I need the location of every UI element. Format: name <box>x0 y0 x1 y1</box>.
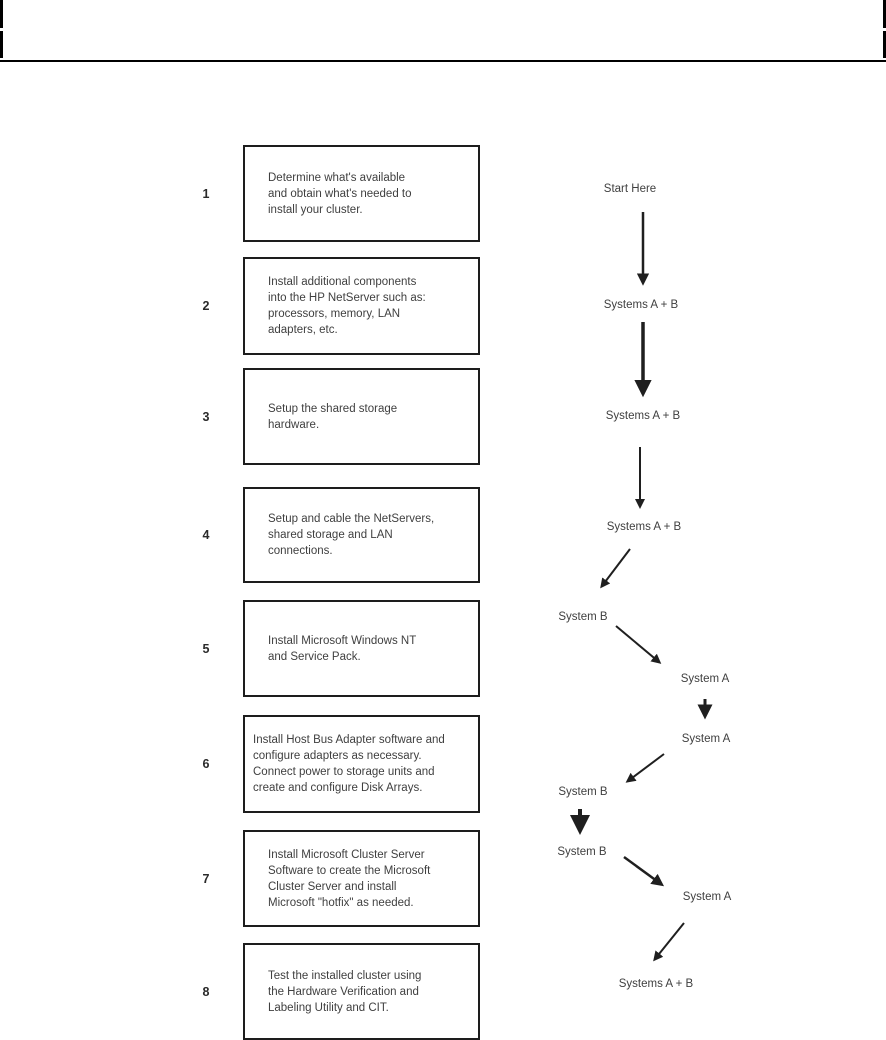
header-left-tick-bottom <box>0 31 3 58</box>
arrow-ab3-to-b1 <box>600 548 631 589</box>
step-number: 8 <box>202 984 210 999</box>
flow-node-system-a-3: System A <box>682 891 732 903</box>
header-right-tick-bottom <box>883 31 886 58</box>
flow-node-system-b-2: System B <box>558 786 608 798</box>
flow-node-start-here: Start Here <box>603 183 657 195</box>
step-number: 3 <box>202 409 210 424</box>
step-number: 2 <box>202 299 210 313</box>
step-number: 6 <box>202 757 210 771</box>
step-box-3: Setup the shared storage hardware. <box>243 368 480 465</box>
step-text: Test the installed cluster using the Har… <box>268 969 422 1014</box>
step-box-4: Setup and cable the NetServers, shared s… <box>243 487 480 583</box>
header-left-tick-top <box>0 0 3 28</box>
step-text: Install Microsoft Windows NT and Service… <box>268 634 417 663</box>
step-box-2: Install additional components into the H… <box>243 257 480 355</box>
flow-node-systems-ab-4: Systems A + B <box>618 978 694 990</box>
step-box-6: Install Host Bus Adapter software and co… <box>243 715 480 813</box>
step-text: Install Host Bus Adapter software and co… <box>253 734 445 794</box>
arrow-b1-to-a1 <box>615 625 662 664</box>
flow-node-system-b-3: System B <box>557 846 607 858</box>
page-header-rule <box>0 0 886 62</box>
flow-node-systems-ab-3: Systems A + B <box>606 521 682 533</box>
flow-node-system-a-1: System A <box>680 673 730 685</box>
flow-node-system-b-1: System B <box>558 611 608 623</box>
step-box-1: Determine what's available and obtain wh… <box>243 145 480 242</box>
step-number: 5 <box>202 641 210 656</box>
step-box-5: Install Microsoft Windows NT and Service… <box>243 600 480 697</box>
arrow-a2-to-b2 <box>625 753 665 783</box>
step-text: Setup and cable the NetServers, shared s… <box>268 513 435 557</box>
flow-node-systems-ab-2: Systems A + B <box>605 410 681 422</box>
step-text: Determine what's available and obtain wh… <box>268 171 412 216</box>
arrow-a3-to-ab4 <box>653 922 685 962</box>
step-text: Setup the shared storage hardware. <box>268 402 398 431</box>
step-number: 7 <box>202 871 210 886</box>
header-right-tick-top <box>883 0 886 28</box>
step-number: 4 <box>202 528 210 542</box>
step-text: Install additional components into the H… <box>268 276 426 336</box>
arrow-b3-to-a3 <box>623 855 665 887</box>
step-text: Install Microsoft Cluster Server Softwar… <box>268 848 431 909</box>
flow-node-system-a-2: System A <box>681 733 731 745</box>
step-box-8: Test the installed cluster using the Har… <box>243 943 480 1040</box>
step-number: 1 <box>202 186 210 201</box>
flow-node-systems-ab-1: Systems A + B <box>603 299 679 311</box>
step-box-7: Install Microsoft Cluster Server Softwar… <box>243 830 480 927</box>
